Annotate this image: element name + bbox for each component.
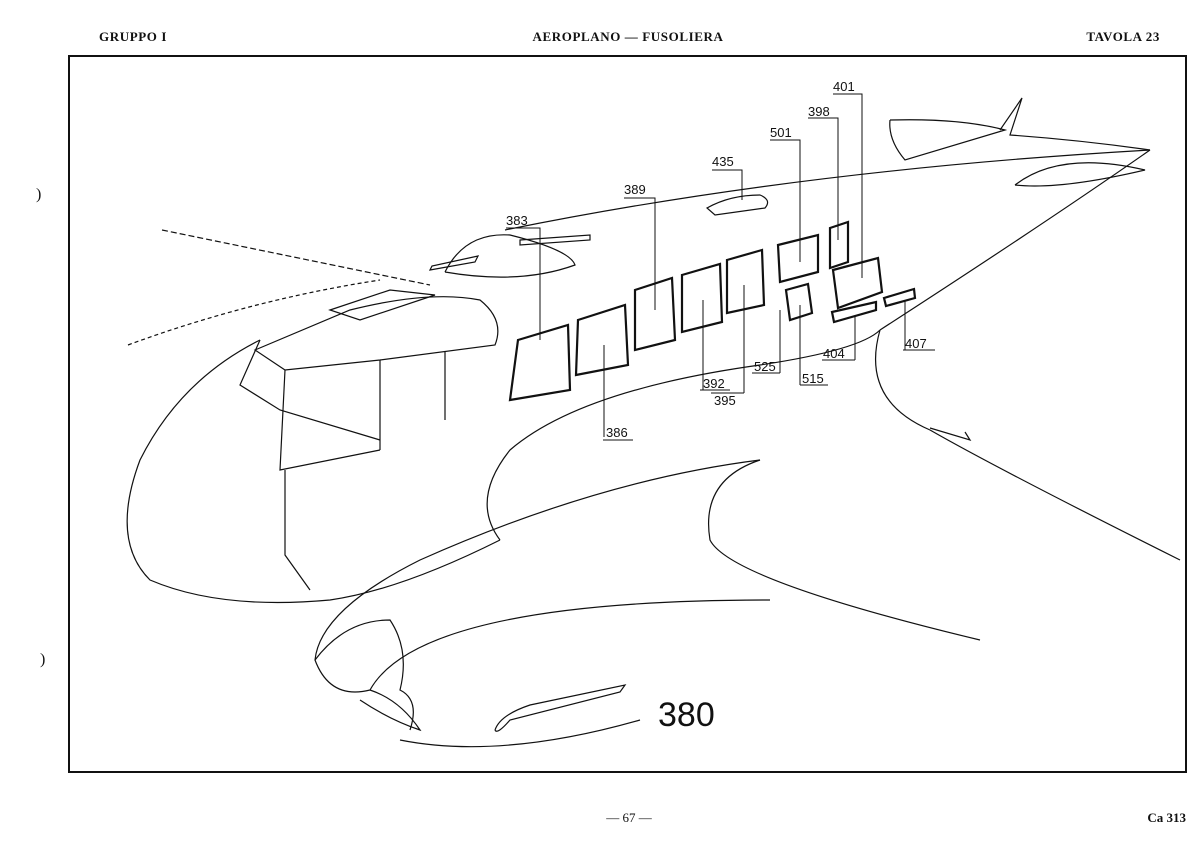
- callout-404: 404: [823, 346, 845, 361]
- aircraft-outline: [126, 97, 1181, 748]
- hatch-435: [705, 194, 769, 216]
- tail-plane: [1014, 162, 1146, 187]
- callout-383: 383: [506, 213, 528, 228]
- callout-386: 386: [606, 425, 628, 440]
- window-frames: [508, 220, 917, 402]
- window-389: [633, 276, 677, 352]
- page-number: — 67 —: [606, 810, 652, 825]
- turret-dome: [444, 234, 576, 278]
- window-525: [784, 282, 814, 322]
- callout-398: 398: [808, 104, 830, 119]
- callout-515: 515: [802, 371, 824, 386]
- callout-435: 435: [712, 154, 734, 169]
- callout-392: 392: [703, 376, 725, 391]
- antenna-line: [161, 229, 431, 286]
- tail-stabilizer: [889, 119, 1008, 161]
- wing-leading-edge: [708, 459, 981, 641]
- tail-fin: [999, 97, 1151, 151]
- plate-number: TAVOLA 23: [1086, 29, 1160, 44]
- window-395: [725, 248, 766, 315]
- fuselage-right-edge: [879, 149, 1151, 331]
- window-401: [831, 256, 884, 310]
- callout-389: 389: [624, 182, 646, 197]
- window-386: [574, 303, 630, 377]
- nose-outline: [126, 339, 501, 604]
- group-label: GRUPPO I: [99, 29, 167, 44]
- window-398: [828, 220, 850, 270]
- callout-407: 407: [905, 336, 927, 351]
- fuselage-lower: [486, 329, 881, 541]
- window-407: [882, 287, 917, 308]
- fuselage-top-line: [504, 149, 1151, 231]
- binding-mark-top: ): [36, 186, 42, 203]
- assembly-number: 380: [658, 696, 715, 734]
- callout-501: 501: [770, 125, 792, 140]
- window-383: [508, 323, 572, 402]
- window-392: [680, 262, 724, 334]
- cockpit-canopy: [253, 296, 499, 371]
- window-404: [830, 300, 878, 324]
- callout-525: 525: [754, 359, 776, 374]
- callout-395: 395: [714, 393, 736, 408]
- binding-mark-bottom: ): [40, 651, 46, 668]
- page-title: AEROPLANO — FUSOLIERA: [532, 29, 724, 44]
- engine-nacelle: [314, 459, 771, 693]
- callout-labels: 383 386 389 392 395 398 401 404 407 435 …: [506, 79, 927, 440]
- window-501: [776, 233, 820, 284]
- drawing-border: [68, 55, 1187, 773]
- aircraft-code: Ca 313: [1147, 810, 1186, 825]
- callout-401: 401: [833, 79, 855, 94]
